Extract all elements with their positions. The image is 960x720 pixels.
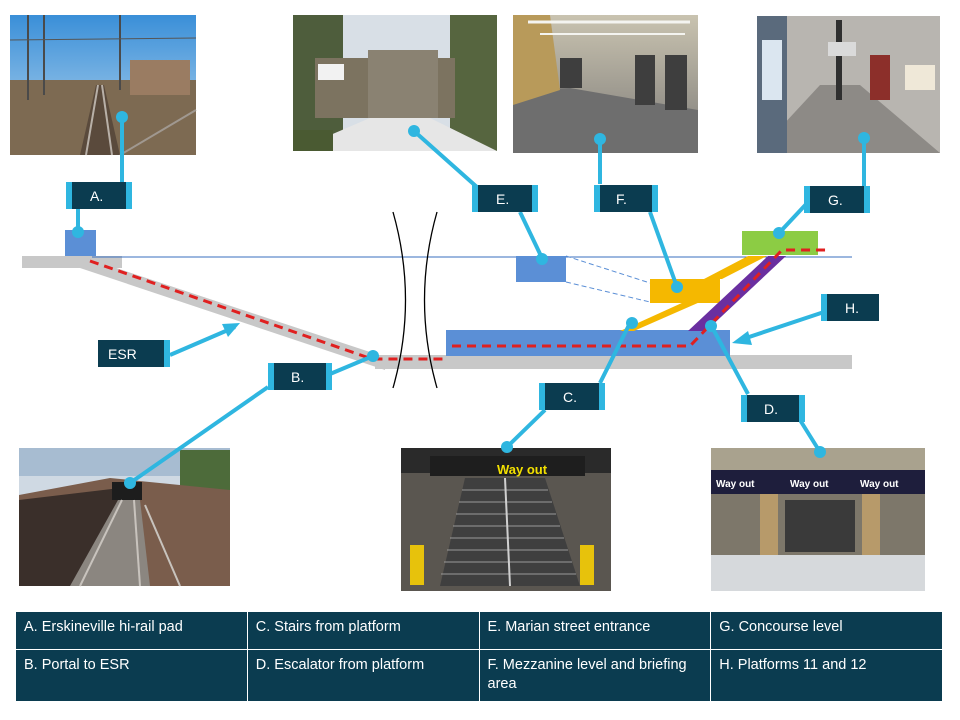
connector-h [739, 309, 828, 342]
callout-d-text: D. [764, 401, 778, 417]
connector-e-block [518, 211, 544, 259]
callout-f: F. [594, 185, 658, 212]
legend-cell: C. Stairs from platform [246, 611, 480, 650]
tunnel-bracket-right [423, 211, 438, 389]
photo-d-escalators: Way out Way out Way out [711, 448, 925, 591]
tunnel-bracket-left [392, 211, 407, 389]
stairs-band [620, 302, 700, 331]
connector-b [128, 385, 270, 485]
legend-cell: F. Mezzanine level and briefing area [478, 649, 712, 702]
dot-a-marker [72, 226, 84, 238]
platform-route-path [452, 248, 830, 348]
legend-cell: H. Platforms 11 and 12 [710, 649, 943, 702]
esr-arrowhead [222, 323, 240, 337]
connector-e-photo [412, 129, 480, 190]
photo-g-concourse [757, 16, 940, 153]
callout-a: A. [66, 182, 132, 209]
photo-c-way-out-sign: Way out [497, 462, 548, 477]
mezzanine-to-concourse-band [704, 256, 767, 279]
photo-c-stairs: Way out [401, 448, 611, 591]
dot-e-block [536, 253, 548, 265]
entrance-dashed-link-2 [565, 281, 651, 303]
connector-d-block [710, 326, 750, 395]
mezzanine-block [650, 279, 720, 303]
connector-b-route [329, 354, 374, 376]
legend-row: B. Portal to ESR D. Escalator from platf… [15, 649, 943, 702]
photo-d-way-out-sign-3: Way out [860, 479, 899, 490]
dot-b-route [367, 350, 379, 362]
callout-c: C. [539, 383, 605, 410]
callout-a-text: A. [90, 188, 103, 204]
connector-d-photo [798, 418, 822, 454]
h-arrowhead [732, 331, 752, 345]
callout-e: E. [472, 185, 538, 212]
photo-e-marian-street-entrance [293, 15, 497, 151]
platform-block [446, 330, 730, 356]
legend-cell: E. Marian street entrance [478, 611, 712, 650]
dot-a-photo [116, 111, 128, 123]
dot-g-block [773, 227, 785, 239]
dot-d-block [705, 320, 717, 332]
legend-row: A. Erskineville hi-rail pad C. Stairs fr… [15, 611, 943, 650]
legend-cell: D. Escalator from platform [246, 649, 480, 702]
connector-c-block [598, 322, 632, 384]
dot-c-block [626, 317, 638, 329]
dot-f-block [671, 281, 683, 293]
descending-track [80, 256, 385, 370]
callout-c-text: C. [563, 389, 577, 405]
access-route-path [89, 259, 446, 361]
connector-c-photo [505, 408, 547, 449]
photo-d-way-out-sign-1: Way out [716, 479, 755, 490]
connector-esr [169, 325, 236, 357]
dot-f-photo [594, 133, 606, 145]
escalator-band [688, 256, 786, 331]
callout-f-text: F. [616, 191, 627, 207]
dot-c-photo [501, 441, 513, 453]
entrance-dashed-link-1 [565, 255, 651, 284]
callout-h-text: H. [845, 300, 859, 316]
callout-esr: ESR [98, 340, 170, 367]
legend-cell: G. Concourse level [710, 611, 943, 650]
dot-b-photo [124, 477, 136, 489]
callout-d: D. [741, 395, 805, 422]
dot-d-photo [814, 446, 826, 458]
photo-b-portal-to-esr [19, 448, 230, 587]
legend-table: A. Erskineville hi-rail pad C. Stairs fr… [15, 611, 943, 702]
callout-g-text: G. [828, 192, 843, 208]
legend-cell: B. Portal to ESR [15, 649, 248, 702]
callout-b: B. [268, 363, 332, 390]
legend-cell: A. Erskineville hi-rail pad [15, 611, 248, 650]
callout-e-text: E. [496, 191, 509, 207]
callout-b-text: B. [291, 369, 304, 385]
photo-a-rail-yard [9, 15, 197, 156]
photo-f-mezzanine-hall [513, 15, 698, 153]
callout-g: G. [804, 186, 870, 213]
dot-e-photo [408, 125, 420, 137]
connector-f-block [648, 211, 679, 288]
callout-h: H. [821, 294, 879, 321]
callout-esr-text: ESR [108, 346, 137, 362]
photo-d-way-out-sign-2: Way out [790, 479, 829, 490]
dot-g-photo [858, 132, 870, 144]
